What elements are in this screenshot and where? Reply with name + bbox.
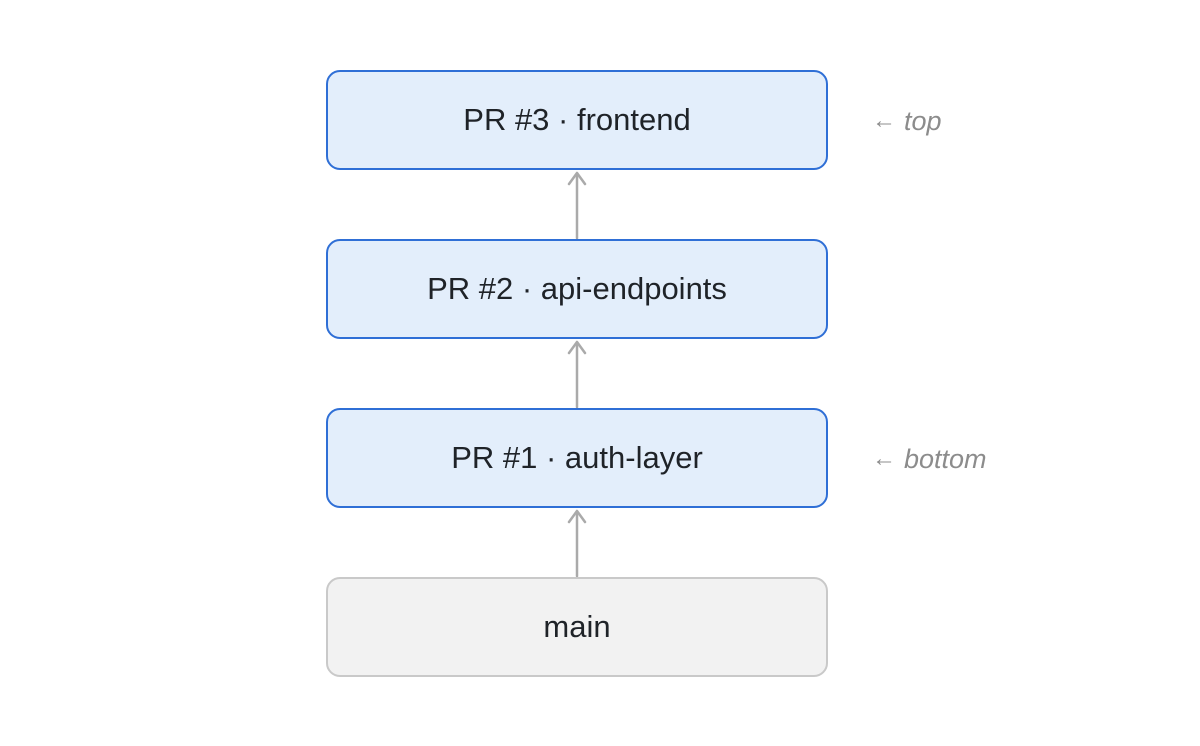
pr-2-label: PR #2 · api-endpoints <box>427 271 727 306</box>
connector-main-to-pr1 <box>567 509 587 578</box>
pr-3-label: PR #3 · frontend <box>463 102 691 137</box>
left-arrow-icon: ← <box>872 445 896 472</box>
pr-3-node: PR #3 · frontend <box>326 70 828 170</box>
left-arrow-icon: ← <box>872 107 896 134</box>
top-marker: ← top <box>872 106 942 136</box>
connector-pr2-to-pr3 <box>567 171 587 240</box>
pr-1-label: PR #1 · auth-layer <box>451 440 703 475</box>
main-branch-node: main <box>326 577 828 677</box>
pr-2-node: PR #2 · api-endpoints <box>326 239 828 339</box>
top-marker-label: top <box>904 105 942 136</box>
main-branch-label: main <box>543 609 611 644</box>
bottom-marker: ← bottom <box>872 444 987 474</box>
pr-1-node: PR #1 · auth-layer <box>326 408 828 508</box>
bottom-marker-label: bottom <box>904 443 987 474</box>
connector-pr1-to-pr2 <box>567 340 587 409</box>
